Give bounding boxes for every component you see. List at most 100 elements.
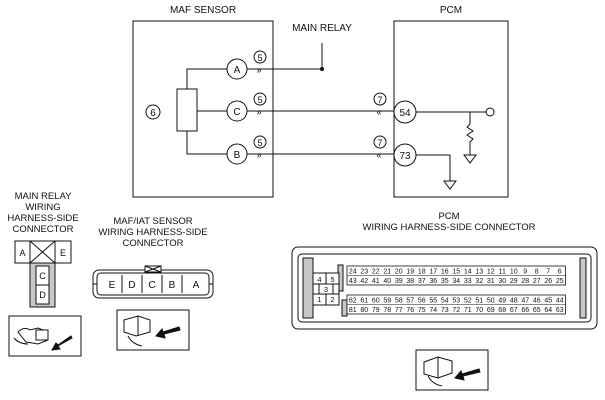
- pcm-pin-68: 68: [498, 307, 506, 314]
- callout-6: [145, 104, 161, 120]
- pcm-pin-77: 77: [395, 307, 403, 314]
- svg-text:«: «: [376, 150, 381, 160]
- pcm-pin-13: 13: [475, 269, 483, 276]
- pcm-pin-63: 63: [556, 307, 564, 314]
- main-relay-title-line-3: HARNESS-SIDE: [7, 213, 79, 224]
- svg-text:»: »: [256, 65, 261, 75]
- pcm-pin-60: 60: [372, 298, 380, 305]
- pcm-small-pin-2: 2: [330, 295, 334, 304]
- pcm-connector-title-line-1: PCM: [438, 211, 460, 222]
- pcm-pin-9: 9: [523, 269, 527, 276]
- pcm-pin-31: 31: [487, 278, 495, 285]
- pcm-pin-74: 74: [429, 307, 437, 314]
- svg-text:7: 7: [377, 95, 382, 105]
- pcm-pin-10: 10: [510, 269, 518, 276]
- pcm-54-ground-icon: [463, 154, 477, 164]
- pcm-title: PCM: [440, 5, 462, 16]
- callout-6-label: 6: [150, 108, 156, 119]
- pcm-pin-69: 69: [487, 307, 495, 314]
- pcm-pin-8: 8: [535, 269, 539, 276]
- pcm-pin-38: 38: [406, 278, 414, 285]
- terminal-c-label: C: [233, 107, 240, 118]
- maf-iat-title-line-3: CONNECTOR: [122, 238, 184, 249]
- harness-mark-5-a: 5 »: [253, 50, 267, 75]
- pcm-pin-14: 14: [464, 269, 472, 276]
- pcm-pin-33: 33: [464, 278, 472, 285]
- main-relay-label: MAIN RELAY: [292, 23, 352, 34]
- pcm-pin-53: 53: [452, 298, 460, 305]
- main-relay-pin-e: E: [60, 248, 66, 258]
- pcm-pin-41: 41: [372, 278, 380, 285]
- pcm-pin-54: 54: [441, 298, 449, 305]
- harness-mark-5-b: 5 »: [253, 135, 267, 160]
- pcm-pin-6: 6: [558, 269, 562, 276]
- maf-iat-title-line-2: WIRING HARNESS-SIDE: [98, 227, 208, 238]
- pcm-pin-25: 25: [556, 278, 564, 285]
- pcm-pin-50: 50: [487, 298, 495, 305]
- maf-iat-title-line-1: MAF/IAT SENSOR: [113, 216, 193, 227]
- svg-text:5: 5: [257, 53, 262, 63]
- maf-sensor-title: MAF SENSOR: [170, 5, 236, 16]
- maf-iat-pin-c: C: [148, 280, 155, 291]
- sensor-wire-b: [186, 131, 227, 155]
- main-relay-connector-thumbnail: [8, 315, 82, 357]
- maf-iat-pin-d: D: [128, 280, 135, 291]
- pcm-pin-71: 71: [464, 307, 472, 314]
- terminal-b-label: B: [234, 150, 241, 161]
- main-relay-connector-drawing: [14, 240, 72, 308]
- harness-mark-7-54: 7 «: [373, 92, 387, 117]
- pcm-pin-55: 55: [429, 298, 437, 305]
- pcm-pin-44: 44: [556, 298, 564, 305]
- pcm-pin-76: 76: [406, 307, 414, 314]
- pcm-pin-18: 18: [418, 269, 426, 276]
- pcm-pin-34: 34: [452, 278, 460, 285]
- main-relay-pin-d: D: [39, 290, 46, 300]
- pcm-54-resistor: [466, 123, 474, 143]
- maf-iat-pin-b: B: [169, 280, 176, 291]
- pcm-pin-24: 24: [349, 269, 357, 276]
- main-relay-pin-c: C: [39, 271, 46, 281]
- pcm-small-pin-1: 1: [317, 295, 321, 304]
- pcm-pin-20: 20: [395, 269, 403, 276]
- pcm-73-ground-icon: [443, 180, 457, 190]
- pcm-pin-23: 23: [360, 269, 368, 276]
- svg-text:«: «: [376, 107, 381, 117]
- pcm-54-reference-terminal: [485, 107, 495, 117]
- pcm-pin-21: 21: [383, 269, 391, 276]
- maf-iat-connector-thumbnail: [116, 309, 190, 351]
- maf-iat-pin-e: E: [109, 280, 116, 291]
- pcm-pin-66: 66: [521, 307, 529, 314]
- pcm-pin-26: 26: [544, 278, 552, 285]
- pcm-pin-35: 35: [441, 278, 449, 285]
- pcm-small-pin-5: 5: [330, 275, 334, 284]
- pcm-73-internal-wire: [416, 154, 451, 181]
- pcm-pin-72: 72: [452, 307, 460, 314]
- pcm-pin-17: 17: [429, 269, 437, 276]
- svg-text:5: 5: [257, 138, 262, 148]
- pcm-pin-43: 43: [349, 278, 357, 285]
- pcm-pin-19: 19: [406, 269, 414, 276]
- pcm-pin-16: 16: [441, 269, 449, 276]
- pcm-pin-65: 65: [533, 307, 541, 314]
- pcm-pin-46: 46: [533, 298, 541, 305]
- pcm-pin-11: 11: [499, 269, 506, 276]
- pcm-pin-61: 61: [360, 298, 368, 305]
- junction-dot: [320, 67, 324, 71]
- svg-text:»: »: [256, 107, 261, 117]
- pcm-pin-45: 45: [544, 298, 552, 305]
- pcm-pin-49: 49: [498, 298, 506, 305]
- pcm-pin-40: 40: [383, 278, 391, 285]
- pcm-pin-32: 32: [475, 278, 483, 285]
- pcm-pin-28: 28: [521, 278, 529, 285]
- svg-text:5: 5: [257, 95, 262, 105]
- maf-iat-connector-title: MAF/IAT SENSOR WIRING HARNESS-SIDE CONNE…: [88, 216, 218, 249]
- pcm-pin-67: 67: [510, 307, 518, 314]
- maf-sensor-box: [132, 20, 274, 198]
- pcm-small-pin-4: 4: [317, 275, 321, 284]
- pcm-pin-52: 52: [464, 298, 472, 305]
- pcm-connector-drawing: [291, 246, 598, 330]
- maf-iat-connector-drawing: [92, 265, 214, 299]
